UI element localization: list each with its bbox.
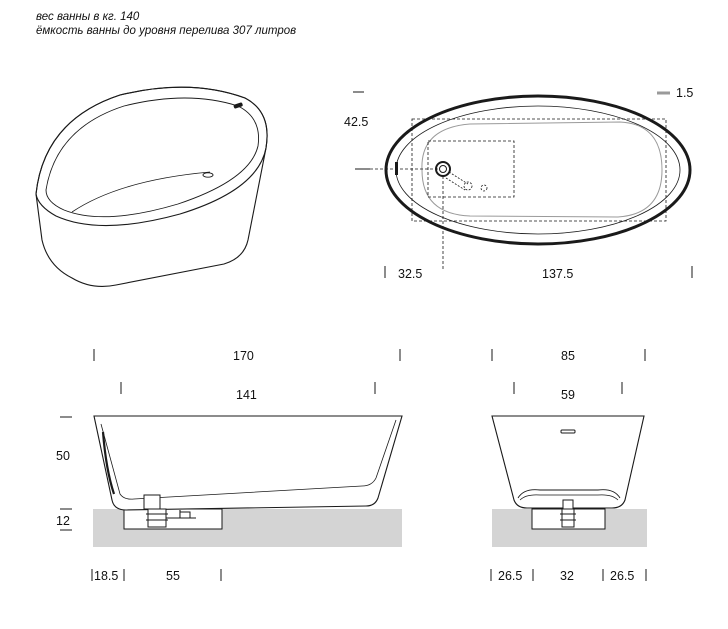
front-outlet-cap [179,511,191,519]
front-total-length-label: 170 [233,349,254,363]
plan-outer-rim [384,94,692,246]
side-right-foot-label: 26.5 [610,569,634,583]
front-overflow-channel [101,431,116,495]
plan-view: 42.5 1.5 32.5 137.5 [344,86,693,281]
side-left-foot-label: 26.5 [498,569,522,583]
side-tub-body [491,415,645,509]
perspective-view [35,86,268,287]
front-siphon [147,508,167,528]
front-drain-spacing-label: 55 [166,569,180,583]
plan-drain-inner [439,165,447,173]
front-base-height-label: 12 [56,514,70,528]
perspective-rim [35,86,268,227]
plan-overflow [395,162,398,175]
front-height-label: 50 [56,449,70,463]
side-view: 85 59 26.5 32 26.5 [490,349,647,583]
side-drain [562,499,574,510]
plan-drain-offset-label: 32.5 [398,267,422,281]
front-tub-body [93,415,403,511]
plan-drain-outer [435,161,451,177]
side-inner-width-label: 59 [561,388,575,402]
perspective-floor [71,171,211,213]
front-drain-side-label: 18.5 [94,569,118,583]
front-tub-inner [100,419,397,500]
plan-dashed-basin [411,118,667,222]
front-inner-length-label: 141 [236,388,257,402]
side-siphon [561,508,575,528]
perspective-drain [202,172,214,178]
perspective-overflow [233,102,243,109]
perspective-basin [45,97,260,218]
front-plinth [123,508,223,530]
side-tub-inner [517,489,621,499]
side-total-width-label: 85 [561,349,575,363]
side-overflow [560,429,576,434]
plan-inner-length-label: 137.5 [542,267,573,281]
plan-rim-thickness-label: 1.5 [676,86,693,100]
plan-pipe-end [463,181,473,191]
plan-pipe [445,171,469,191]
front-view: 170 141 50 12 18.5 55 [56,349,403,583]
front-drain-body [143,494,161,510]
plan-outlet [480,184,488,192]
side-tub-inner-2 [519,494,619,501]
weight-note: вес ванны в кг. 140 [36,11,140,23]
plan-top-offset-label: 42.5 [344,115,368,129]
perspective-shell [35,86,268,287]
side-center-base-label: 32 [560,569,574,583]
capacity-note: ёмкость ванны до уровня перелива 307 лит… [36,25,297,37]
plan-dashed-plinth [427,140,515,198]
plan-basin-outline [421,121,663,218]
